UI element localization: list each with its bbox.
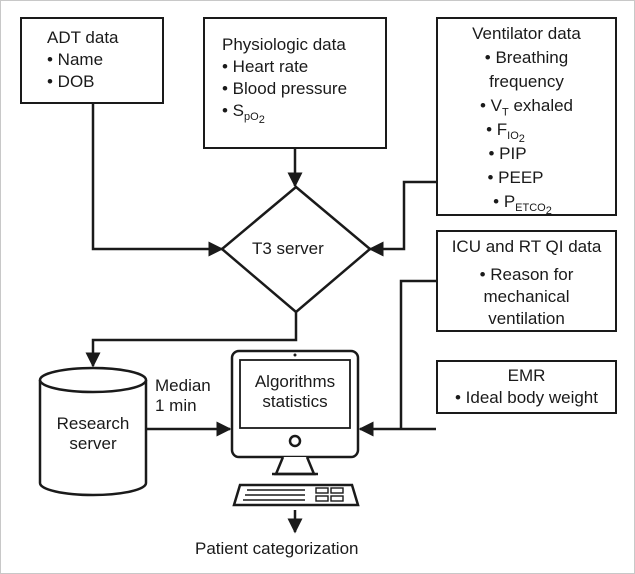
icu-title: ICU and RT QI data xyxy=(451,237,602,256)
vent-item-petco2: • PETCO2 xyxy=(493,192,552,218)
physio-item-spo2: • SpO2 xyxy=(222,101,265,127)
physio-item-heart-rate: • Heart rate xyxy=(222,57,309,76)
adt-item-name: • Name xyxy=(47,50,104,69)
adt-item-dob: • DOB xyxy=(47,72,95,91)
icu-rt-qi-box: ICU and RT QI data • Reason for mechanic… xyxy=(436,230,617,332)
t3-server-diamond xyxy=(220,185,372,314)
emr-item-ibw: • Ideal body weight xyxy=(455,388,598,407)
computer-label-line2: statistics xyxy=(262,392,328,411)
arrow-t3-to-research xyxy=(85,312,298,368)
physiologic-data-box: Physiologic data • Heart rate • Blood pr… xyxy=(203,17,387,149)
icu-item-ventilation: ventilation xyxy=(488,309,565,328)
vent-item-frequency: frequency xyxy=(489,72,564,91)
vent-item-peep: • PEEP xyxy=(487,168,544,187)
median-label: Median 1 min xyxy=(155,376,211,416)
icu-item-mechanical: mechanical xyxy=(483,287,570,306)
algorithms-statistics-label: Algorithms statistics xyxy=(240,372,350,412)
vent-item-breathing: • Breathing xyxy=(484,48,569,67)
emr-title: EMR xyxy=(507,366,546,385)
icu-item-reason: • Reason for xyxy=(479,265,574,284)
research-server-cylinder xyxy=(38,366,148,497)
research-server-label: Research server xyxy=(40,414,146,454)
median-label-line2: 1 min xyxy=(155,396,197,415)
vent-title: Ventilator data xyxy=(472,24,581,43)
physio-item-blood-pressure: • Blood pressure xyxy=(222,79,348,98)
research-label-line1: Research xyxy=(56,414,130,433)
vent-item-fio2: • FIO2 xyxy=(486,120,525,146)
t3-server-label: T3 server xyxy=(252,239,324,258)
adt-title: ADT data xyxy=(47,28,119,47)
ventilator-data-box: Ventilator data • Breathing frequency • … xyxy=(436,17,617,218)
adt-data-box: ADT data • Name • DOB xyxy=(20,17,164,104)
patient-categorization-label: Patient categorization xyxy=(195,539,359,558)
arrow-vent-to-t3 xyxy=(368,180,436,257)
research-label-line2: server xyxy=(69,434,117,453)
emr-box: EMR • Ideal body weight xyxy=(436,360,617,414)
arrow-icu-to-computer xyxy=(399,279,436,429)
arrow-adt-to-t3 xyxy=(91,103,224,257)
computer-label-line1: Algorithms xyxy=(254,372,336,391)
median-label-line1: Median xyxy=(155,376,211,395)
computer-icon xyxy=(230,349,360,507)
vent-item-pip: • PIP xyxy=(488,144,527,163)
physio-title: Physiologic data xyxy=(222,35,346,54)
vent-item-vt-exhaled: • VT exhaled xyxy=(479,96,574,119)
